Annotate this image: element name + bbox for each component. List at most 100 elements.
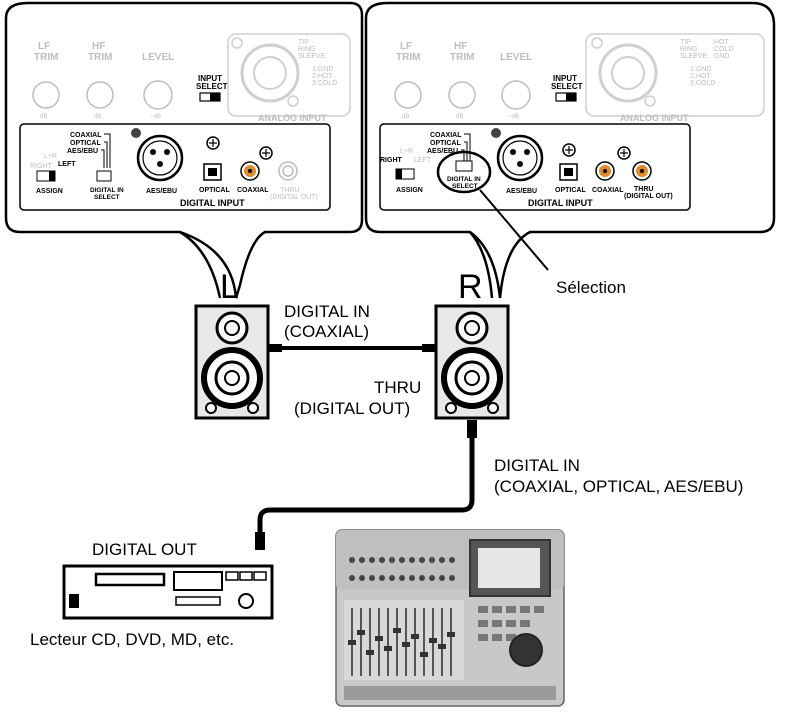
xlr-tip: TIP xyxy=(298,39,309,46)
svg-text:TRIM: TRIM xyxy=(450,52,474,63)
svg-text::HOT: :HOT xyxy=(712,39,729,46)
svg-text:RIGHT: RIGHT xyxy=(380,157,403,164)
cd-player-label: Lecteur CD, DVD, MD, etc. xyxy=(30,630,234,649)
svg-text:dB: dB xyxy=(456,114,463,120)
svg-text:−dB: −dB xyxy=(508,114,519,120)
input-select-label2: SELECT xyxy=(196,82,228,91)
digital-in-coaxial-label: DIGITAL IN xyxy=(284,302,370,321)
digital-cable xyxy=(255,420,477,550)
selection-pointer-line xyxy=(479,189,549,271)
level-label: LEVEL xyxy=(142,52,174,63)
digital-out-paren-label: (DIGITAL OUT) xyxy=(294,399,410,418)
digital-in-label: DIGITAL IN xyxy=(90,187,124,194)
svg-text:dB: dB xyxy=(402,114,409,120)
svg-text:INPUT: INPUT xyxy=(553,74,577,83)
svg-text:ANALOG INPUT: ANALOG INPUT xyxy=(620,113,689,123)
xlr-pin2: 2:HOT xyxy=(312,73,333,80)
coaxial-sel-label: COAXIAL xyxy=(70,132,102,139)
svg-text:1:GND: 1:GND xyxy=(690,66,711,73)
level-knob xyxy=(143,80,173,110)
right-speaker xyxy=(434,304,510,420)
analog-combo-jack-icon xyxy=(240,43,300,103)
hf-trim-knob xyxy=(86,81,114,109)
left-speaker-label: L xyxy=(220,268,239,306)
svg-text:ASSIGN: ASSIGN xyxy=(396,187,423,194)
right-label: RIGHT xyxy=(30,163,53,170)
jog-wheel-icon xyxy=(509,633,543,667)
svg-text:COAXIAL: COAXIAL xyxy=(430,132,462,139)
coaxial-label: COAXIAL xyxy=(237,187,269,194)
svg-text:OPTICAL: OPTICAL xyxy=(430,140,461,147)
svg-text:L+R: L+R xyxy=(400,148,413,155)
lr-label: L+R xyxy=(44,153,57,160)
selection-highlight-circle xyxy=(436,150,492,194)
svg-text::GND: :GND xyxy=(712,53,730,60)
svg-text:COAXIAL: COAXIAL xyxy=(592,187,624,194)
digital-out-label: DIGITAL OUT xyxy=(92,540,197,559)
left-speaker xyxy=(194,304,270,420)
thru-digital-out-label: (DIGITAL OUT) xyxy=(270,194,318,201)
formats-label: (COAXIAL, OPTICAL, AES/EBU) xyxy=(494,477,743,496)
thru-label: THRU xyxy=(280,187,299,194)
xlr-ring: RING xyxy=(298,46,316,53)
assign-label: ASSIGN xyxy=(36,188,63,195)
right-callout-tail xyxy=(469,231,494,299)
aes-ebu-label: AES/EBU xyxy=(146,188,177,195)
digital-input-label: DIGITAL INPUT xyxy=(180,198,245,208)
thru-jack-icon xyxy=(278,161,298,181)
svg-text:LF: LF xyxy=(400,41,412,52)
svg-text:OPTICAL: OPTICAL xyxy=(555,187,586,194)
analog-input-label: ANALOG INPUT xyxy=(258,113,327,123)
svg-text::COLD: :COLD xyxy=(712,46,733,53)
digital-in-label-2: DIGITAL IN xyxy=(494,456,580,475)
analog-screw-icon-2 xyxy=(287,95,299,107)
xlr-pin1: 1:GND xyxy=(312,66,333,73)
cd-player-icon xyxy=(62,564,274,620)
digital-in-select-switch xyxy=(96,170,112,182)
svg-text:AES/EBU: AES/EBU xyxy=(506,188,537,195)
lf-trim-knob xyxy=(32,81,60,109)
svg-text:TRIM: TRIM xyxy=(396,52,420,63)
left-callout: LF TRIM HF TRIM LEVEL dB dB −dB INPUT SE… xyxy=(4,1,364,299)
xlr-screw-icon xyxy=(131,128,141,138)
svg-text:2:HOT: 2:HOT xyxy=(690,73,711,80)
hf-trim-label: HF xyxy=(92,41,105,52)
lf-trim-label2: TRIM xyxy=(34,52,58,63)
optical-label: OPTICAL xyxy=(199,187,230,194)
xlr-sleeve: SLEEVE xyxy=(298,53,326,60)
svg-text:LEVEL: LEVEL xyxy=(500,52,532,63)
left-callout-bubble xyxy=(4,1,364,299)
digital-mixer-icon xyxy=(335,529,565,707)
svg-text:3:COLD: 3:COLD xyxy=(690,80,715,87)
svg-text:RING: RING xyxy=(680,46,698,53)
coaxial-paren-label: (COAXIAL) xyxy=(284,322,369,341)
digital-input-frame xyxy=(19,123,331,211)
level-db-label: −dB xyxy=(150,114,161,120)
svg-text:TIP: TIP xyxy=(680,39,691,46)
hf-trim-label2: TRIM xyxy=(88,52,112,63)
lf-trim-label: LF xyxy=(38,41,50,52)
left-callout-tail xyxy=(179,230,222,299)
svg-text:(DIGITAL OUT): (DIGITAL OUT) xyxy=(624,193,673,200)
svg-text:LEFT: LEFT xyxy=(414,157,432,164)
svg-text:SLEEVE: SLEEVE xyxy=(680,53,708,60)
analog-combo-inner xyxy=(253,56,287,90)
xlr-pin3: 3:COLD xyxy=(312,80,337,87)
select-label: SELECT xyxy=(94,194,120,201)
analog-screw-icon xyxy=(231,37,243,49)
coaxial-cable xyxy=(268,344,436,352)
analog-input-frame xyxy=(227,33,351,117)
svg-text:DIGITAL INPUT: DIGITAL INPUT xyxy=(528,198,593,208)
optical-sel-label: OPTICAL xyxy=(70,140,101,147)
hf-db-label: dB xyxy=(94,114,101,120)
input-select-label: INPUT xyxy=(198,74,222,83)
svg-text:SELECT: SELECT xyxy=(452,183,478,190)
svg-text:DIGITAL IN: DIGITAL IN xyxy=(447,176,481,183)
lf-db-label: dB xyxy=(40,114,47,120)
svg-text:THRU: THRU xyxy=(634,186,653,193)
right-speaker-label: R xyxy=(458,268,483,306)
selection-label: Sélection xyxy=(556,278,626,297)
svg-text:SELECT: SELECT xyxy=(551,82,583,91)
